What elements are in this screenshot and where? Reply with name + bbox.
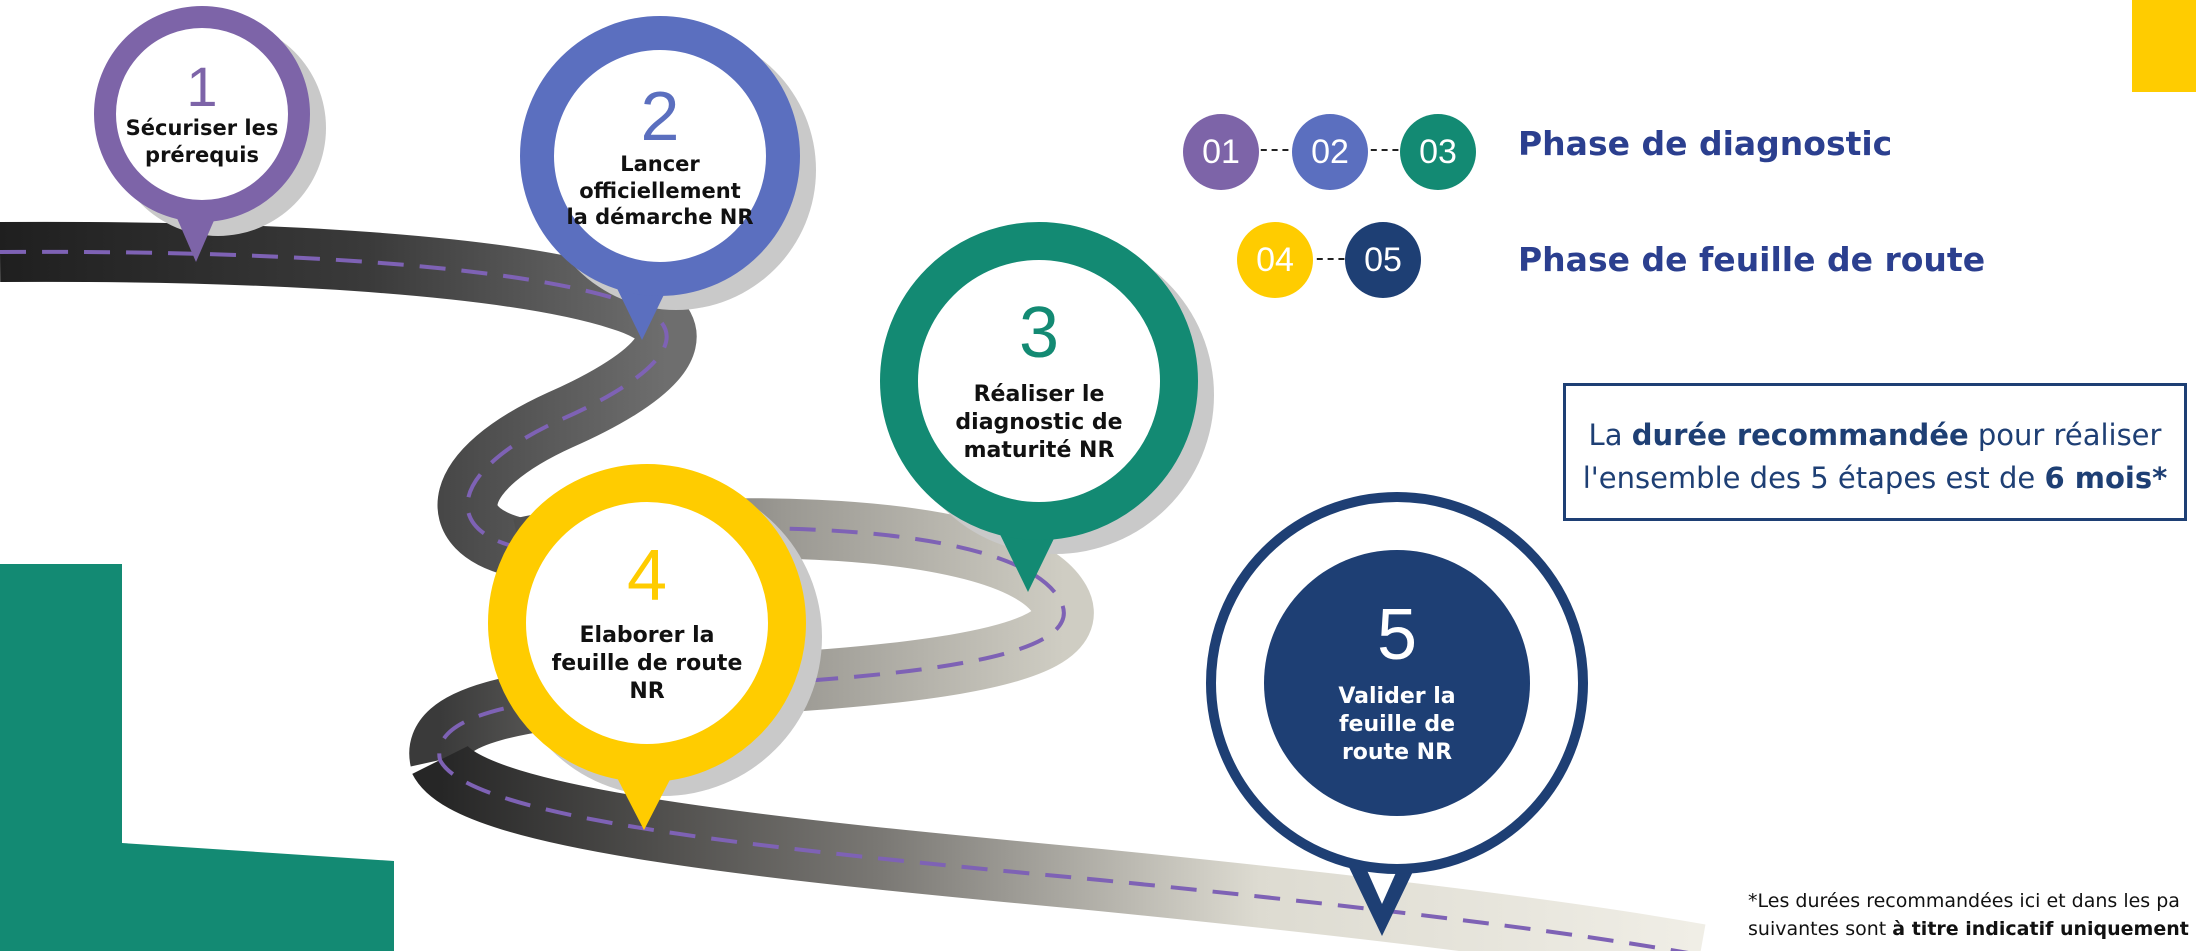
step-label-line: Sécuriser les xyxy=(125,116,279,141)
step-label-line: route NR xyxy=(1341,740,1453,766)
legend-connector xyxy=(1250,149,1310,151)
step-1-number: 1 xyxy=(186,55,218,119)
legend-connector xyxy=(1360,149,1420,151)
step-4-circle: 4 Elaborer la feuille de route NR xyxy=(488,464,806,782)
phase-diagnostic-label: Phase de diagnostic xyxy=(1518,124,1893,163)
duration-text: pour réaliser l'ensemble des 5 étapes es… xyxy=(1582,418,2162,495)
step-label-line: Réaliser le xyxy=(973,381,1105,407)
step-4-label: Elaborer la feuille de route NR xyxy=(552,622,743,706)
step-3-circle: 3 Réaliser le diagnostic de maturité NR xyxy=(880,222,1198,540)
step-label-line: la démarche NR xyxy=(566,205,754,230)
step-5-outer-ring: 5 Valider la feuille de route NR xyxy=(1206,492,1588,874)
step-1-circle: 1 Sécuriser les prérequis xyxy=(94,6,310,222)
step-5-marker: 5 Valider la feuille de route NR xyxy=(1206,492,1606,936)
step-2-marker: 2 Lancer officiellement la démarche NR xyxy=(520,16,820,340)
step-label-line: feuille de route xyxy=(551,650,743,676)
legend-dot-03: 03 xyxy=(1400,114,1476,190)
step-label-line: Elaborer la xyxy=(579,622,715,648)
footnote-line-2: suivantes sont à titre indicatif uniquem… xyxy=(1748,916,2196,944)
footnote-line-1: *Les durées recommandées ici et dans les… xyxy=(1748,890,2180,912)
step-4-number: 4 xyxy=(626,535,668,616)
legend-dot-05: 05 xyxy=(1345,222,1421,298)
step-label-line: NR xyxy=(629,679,665,705)
step-label-line: officiellement xyxy=(579,178,741,203)
step-5-number: 5 xyxy=(1376,594,1418,675)
duration-emphasis: durée recommandée xyxy=(1631,418,1969,452)
yellow-corner-shape xyxy=(2132,0,2196,92)
footnote-text: suivantes sont xyxy=(1748,917,1893,940)
step-5-circle: 5 Valider la feuille de route NR xyxy=(1264,550,1530,816)
step-3-label: Réaliser le diagnostic de maturité NR xyxy=(955,381,1122,465)
legend-connector xyxy=(1306,258,1366,260)
legend-dot-01: 01 xyxy=(1183,114,1259,190)
legend-dot-04: 04 xyxy=(1237,222,1313,298)
step-label-line: Valider la xyxy=(1338,683,1456,709)
step-2-label: Lancer officiellement la démarche NR xyxy=(566,151,753,232)
step-label-line: prérequis xyxy=(145,143,259,167)
step-2-circle: 2 Lancer officiellement la démarche NR xyxy=(520,16,800,296)
step-5-label: Valider la feuille de route NR xyxy=(1338,683,1455,767)
step-1-marker: 1 Sécuriser les prérequis xyxy=(94,6,334,266)
teal-corner-shape xyxy=(0,564,394,951)
duration-note-box: La durée recommandée pour réaliser l'ens… xyxy=(1563,383,2187,521)
footnote-emphasis: à titre indicatif uniquement xyxy=(1892,917,2189,940)
phase-roadmap-label: Phase de feuille de route xyxy=(1518,240,1986,279)
step-2-number: 2 xyxy=(640,76,680,155)
legend-dot-02: 02 xyxy=(1292,114,1368,190)
step-label-line: feuille de xyxy=(1338,711,1455,737)
step-label-line: maturité NR xyxy=(963,438,1115,464)
step-label-line: Lancer xyxy=(620,151,700,176)
duration-value: 6 mois* xyxy=(2044,460,2168,495)
step-4-marker: 4 Elaborer la feuille de route NR xyxy=(488,464,822,834)
step-1-label: Sécuriser les prérequis xyxy=(126,115,279,169)
footnote: *Les durées recommandées ici et dans les… xyxy=(1748,888,2196,943)
step-3-number: 3 xyxy=(1018,292,1060,373)
step-3-marker: 3 Réaliser le diagnostic de maturité NR xyxy=(880,222,1214,602)
duration-text: La xyxy=(1588,418,1632,452)
step-label-line: diagnostic de xyxy=(955,409,1123,435)
